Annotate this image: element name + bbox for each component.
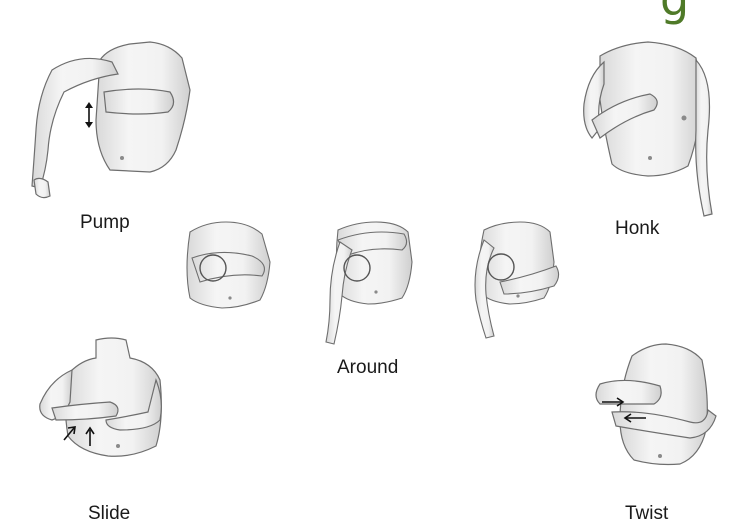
label-slide: Slide [88,503,130,525]
label-pump: Pump [80,212,130,234]
slide-figure [40,338,162,456]
pump-figure [32,42,190,198]
around-figure-1 [187,222,270,308]
label-honk: Honk [615,218,659,240]
around-figure-2 [326,222,412,344]
label-twist: Twist [625,503,668,525]
label-around: Around [337,357,398,379]
honk-figure [584,42,712,216]
around-figure-3 [475,222,559,338]
pump-arrow-icon [85,102,93,128]
twist-figure [596,344,716,465]
